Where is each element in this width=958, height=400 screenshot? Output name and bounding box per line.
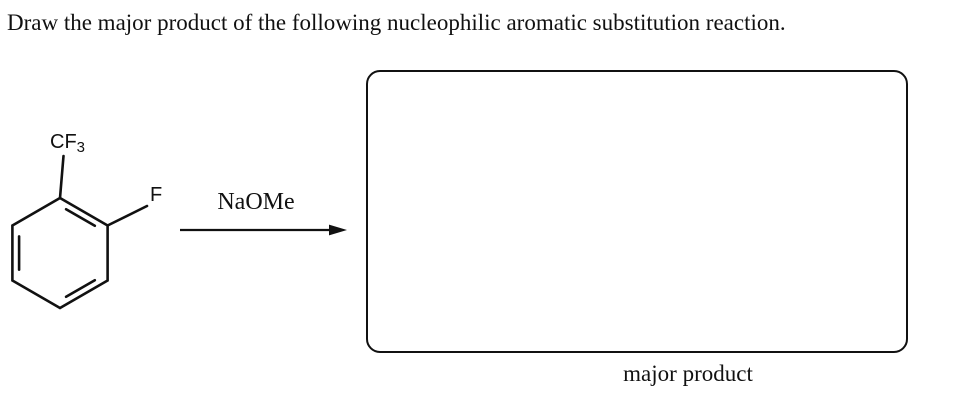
reaction-arrow-head — [329, 224, 347, 236]
fluorine-substituent-label: F — [150, 184, 163, 206]
reaction-arrow — [180, 224, 347, 236]
cf3-bond — [58, 154, 65, 200]
cf3-label-subscript: 3 — [76, 139, 86, 156]
benzene-ring-outline — [11, 196, 109, 310]
question-title: Draw the major product of the following … — [7, 10, 786, 35]
answer-box-caption: major product — [623, 361, 753, 386]
reagent-label: NaOMe — [217, 189, 295, 215]
benzene-ring — [11, 154, 149, 310]
f-bond — [106, 204, 149, 227]
double-bond-top-right — [64, 208, 97, 228]
double-bond-bottom-right — [64, 278, 97, 299]
cf3-substituent-label: CF3 — [50, 132, 85, 155]
cf3-label-text: CF — [50, 131, 77, 153]
answer-box[interactable] — [366, 70, 908, 353]
